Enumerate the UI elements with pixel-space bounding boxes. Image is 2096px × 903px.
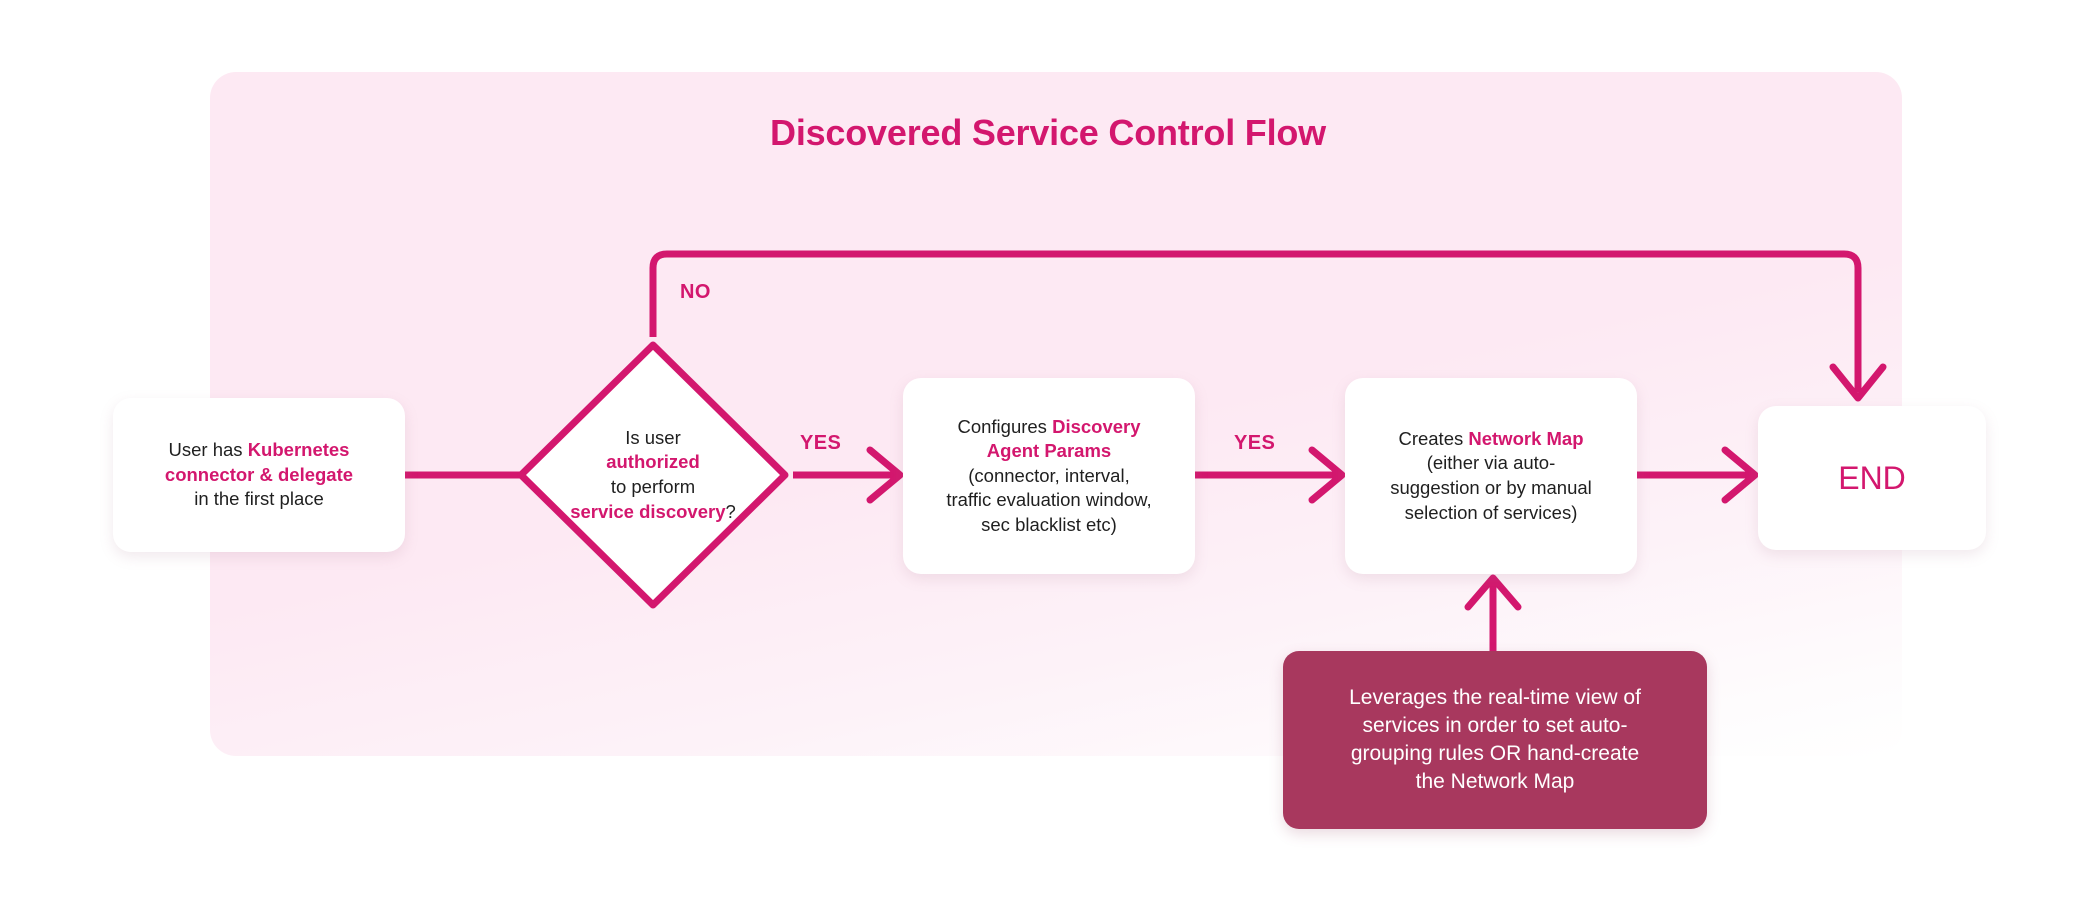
node-params-line1-plain: Configures bbox=[957, 415, 1053, 437]
node-netmap-line1-plain: Creates bbox=[1398, 427, 1469, 449]
node-decision[interactable]: Is user authorized to perform service di… bbox=[513, 337, 793, 613]
note-line-1: Leverages the real-time view of bbox=[1349, 686, 1641, 710]
diagram-title: Discovered Service Control Flow bbox=[770, 112, 1326, 153]
node-network-map-text: Creates Network Map (either via auto- su… bbox=[1376, 427, 1606, 525]
node-end[interactable]: END bbox=[1758, 406, 1986, 550]
node-params[interactable]: Configures Discovery Agent Params (conne… bbox=[903, 378, 1195, 574]
node-start-text: User has Kubernetes connector & delegate… bbox=[151, 438, 367, 512]
note-line-2: services in order to set auto- bbox=[1362, 714, 1628, 738]
edge-label-yes-1: YES bbox=[800, 432, 842, 454]
note-box-text: Leverages the real-time view of services… bbox=[1329, 684, 1661, 796]
node-start-line2-highlight: connector & delegate bbox=[164, 463, 354, 485]
note-line-3: grouping rules OR hand-create bbox=[1350, 742, 1640, 765]
edge-label-yes-2: YES bbox=[1234, 432, 1276, 454]
note-line-4: the Network Map bbox=[1415, 769, 1575, 793]
node-end-label: END bbox=[1838, 459, 1906, 496]
node-network-map[interactable]: Creates Network Map (either via auto- su… bbox=[1345, 378, 1637, 574]
node-netmap-line1-highlight: Network Map bbox=[1468, 427, 1584, 449]
node-netmap-line2-plain: (either via auto- bbox=[1426, 452, 1556, 474]
node-netmap-line4-plain: selection of services) bbox=[1404, 501, 1578, 523]
node-params-text: Configures Discovery Agent Params (conne… bbox=[932, 415, 1165, 538]
node-start-line1-plain: User has bbox=[168, 439, 248, 461]
node-params-line4-plain: traffic evaluation window, bbox=[946, 489, 1152, 511]
node-params-line2-highlight: Agent Params bbox=[986, 440, 1112, 462]
diamond-shape bbox=[517, 341, 789, 609]
edge-label-no: NO bbox=[680, 281, 711, 303]
node-params-line1-highlight: Discovery bbox=[1052, 415, 1141, 437]
node-netmap-line3-plain: suggestion or by manual bbox=[1390, 477, 1592, 498]
node-decision-line1-plain: Is user bbox=[625, 426, 681, 448]
node-params-line3-plain: (connector, interval, bbox=[968, 464, 1130, 486]
node-start-line1-highlight: Kubernetes bbox=[247, 439, 350, 461]
node-start[interactable]: User has Kubernetes connector & delegate… bbox=[113, 398, 405, 552]
node-decision-line2-highlight: authorized bbox=[606, 451, 700, 473]
node-start-line3-plain: in the first place bbox=[194, 488, 324, 510]
node-decision-line3-plain: to perform bbox=[610, 476, 696, 497]
node-decision-line4-highlight: service discovery bbox=[570, 500, 726, 522]
node-decision-line4-suffix: ? bbox=[725, 500, 736, 522]
note-box-network-map[interactable]: Leverages the real-time view of services… bbox=[1283, 651, 1707, 829]
node-params-line5-plain: sec blacklist etc) bbox=[981, 513, 1117, 535]
node-decision-text: Is user authorized to perform service di… bbox=[513, 337, 793, 613]
